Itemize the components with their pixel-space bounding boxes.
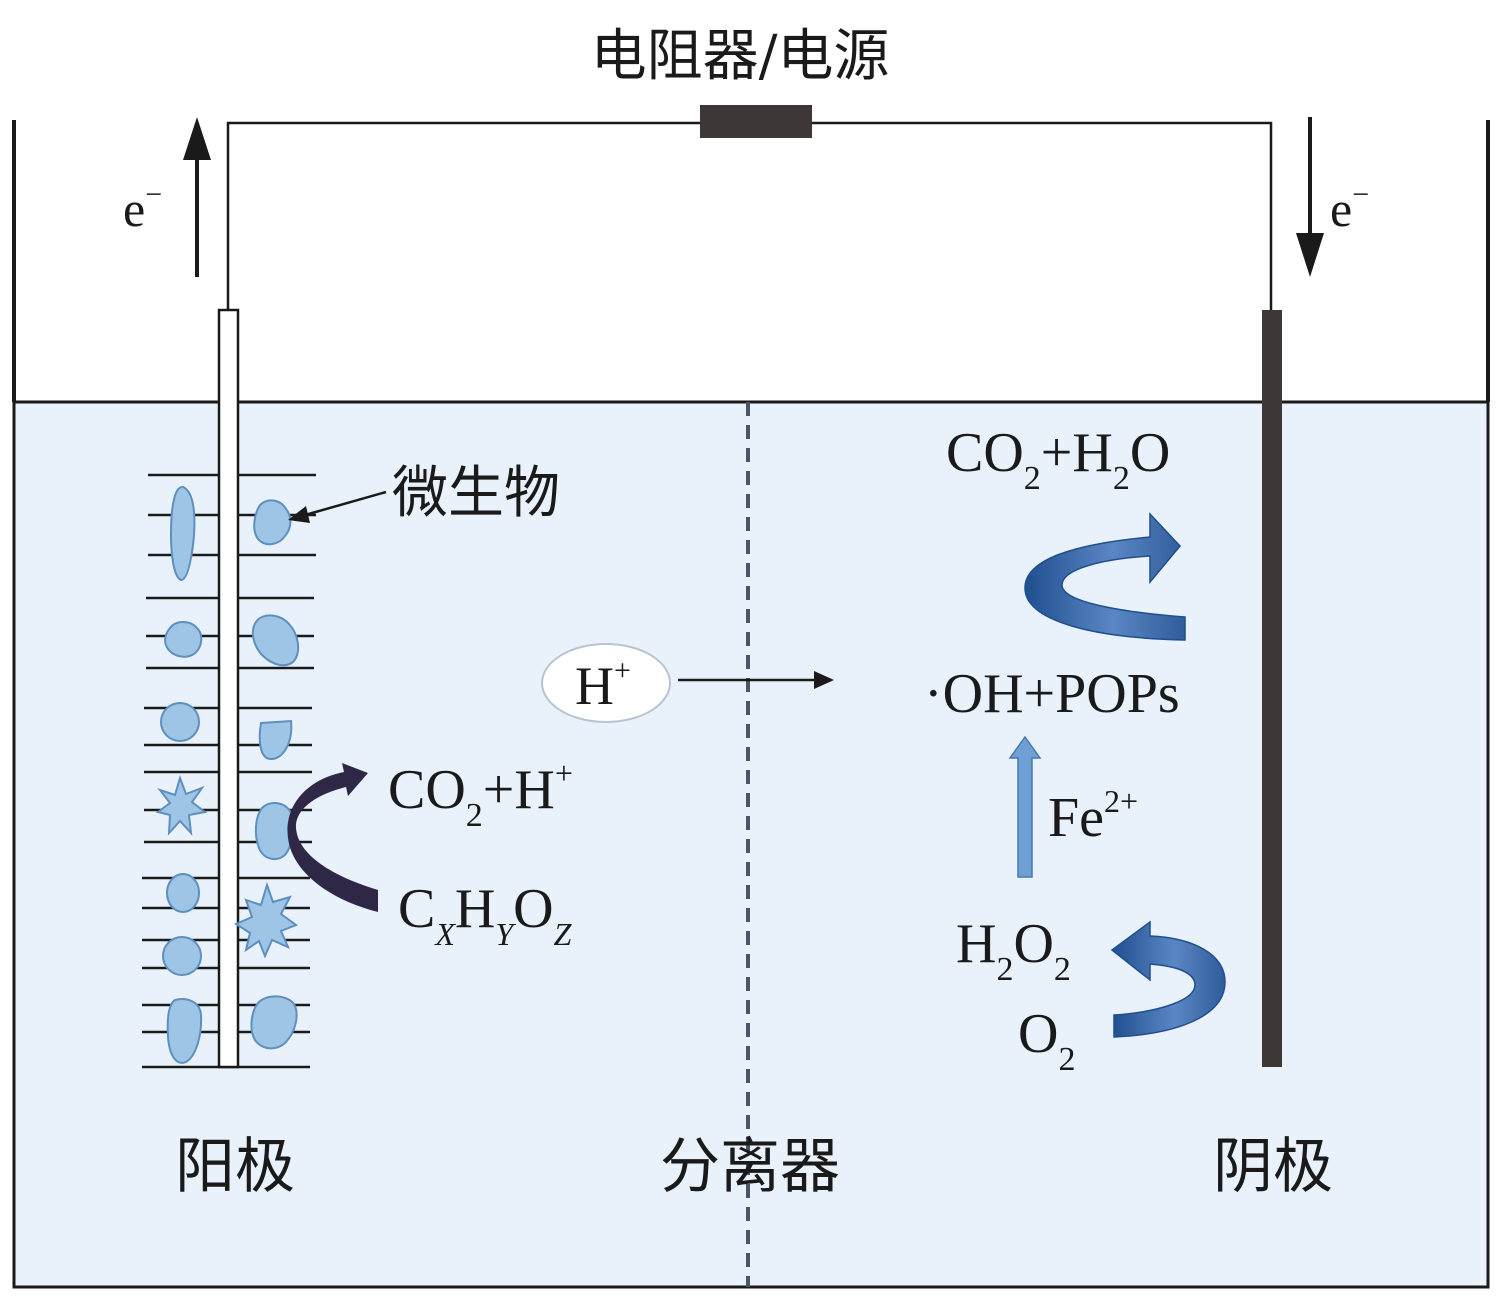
- proton-bubble: [541, 643, 671, 723]
- microbe-spiky: [233, 881, 299, 959]
- circuit-title: 电阻器/电源: [591, 24, 890, 89]
- anode-substrate: CXHYOZ: [398, 878, 573, 952]
- anode-label: 阳极: [175, 1132, 295, 1202]
- microbe-rod: [169, 486, 196, 582]
- microbe-blob: [250, 995, 298, 1050]
- microbe-round: [162, 936, 202, 976]
- anode-product: CO2+H+: [388, 755, 573, 834]
- microbe-pointer-head: [288, 506, 310, 523]
- electron-arrow-down-head: [1296, 233, 1324, 277]
- anode-oxidation-arrow: [287, 763, 378, 912]
- microbe-drop: [166, 998, 203, 1064]
- proton-arrow-head: [814, 671, 834, 689]
- microbe-pointer: [304, 490, 387, 517]
- microbe-blob: [253, 499, 292, 546]
- electron-arrow-up-head: [183, 117, 211, 160]
- separator-label: 分离器: [660, 1132, 840, 1202]
- fe-arrow: [1008, 735, 1042, 878]
- radical-label: ·OH+POPs: [924, 663, 1180, 725]
- fe-catalyst: Fe2+: [1048, 783, 1138, 849]
- microbe-label: 微生物: [392, 461, 560, 526]
- electron-label-right: e−: [1330, 178, 1369, 237]
- cathode-electrode: [1262, 310, 1282, 1067]
- microbe-drop: [258, 719, 293, 761]
- microbes: [155, 486, 300, 1064]
- h2o2-label: H2O2: [956, 913, 1071, 988]
- microbe-round: [160, 702, 200, 742]
- microbe-blob: [164, 621, 203, 658]
- cathode-label: 阴极: [1213, 1132, 1333, 1202]
- microbe-oval: [166, 873, 200, 913]
- microbe-blob: [254, 802, 295, 861]
- o2-label: O2: [1018, 1003, 1075, 1078]
- proton-label: H+: [575, 654, 631, 716]
- circuit-wire: [226, 121, 1273, 310]
- reduction-curved-arrow: [1110, 920, 1226, 1038]
- resistor: [700, 105, 812, 138]
- cathode-final-product: CO2+H2O: [946, 422, 1170, 497]
- microbe-blob: [251, 614, 300, 667]
- microbe-spiky: [155, 774, 208, 836]
- electron-label-left: e−: [123, 178, 162, 237]
- oxidation-curved-arrow: [1024, 512, 1186, 641]
